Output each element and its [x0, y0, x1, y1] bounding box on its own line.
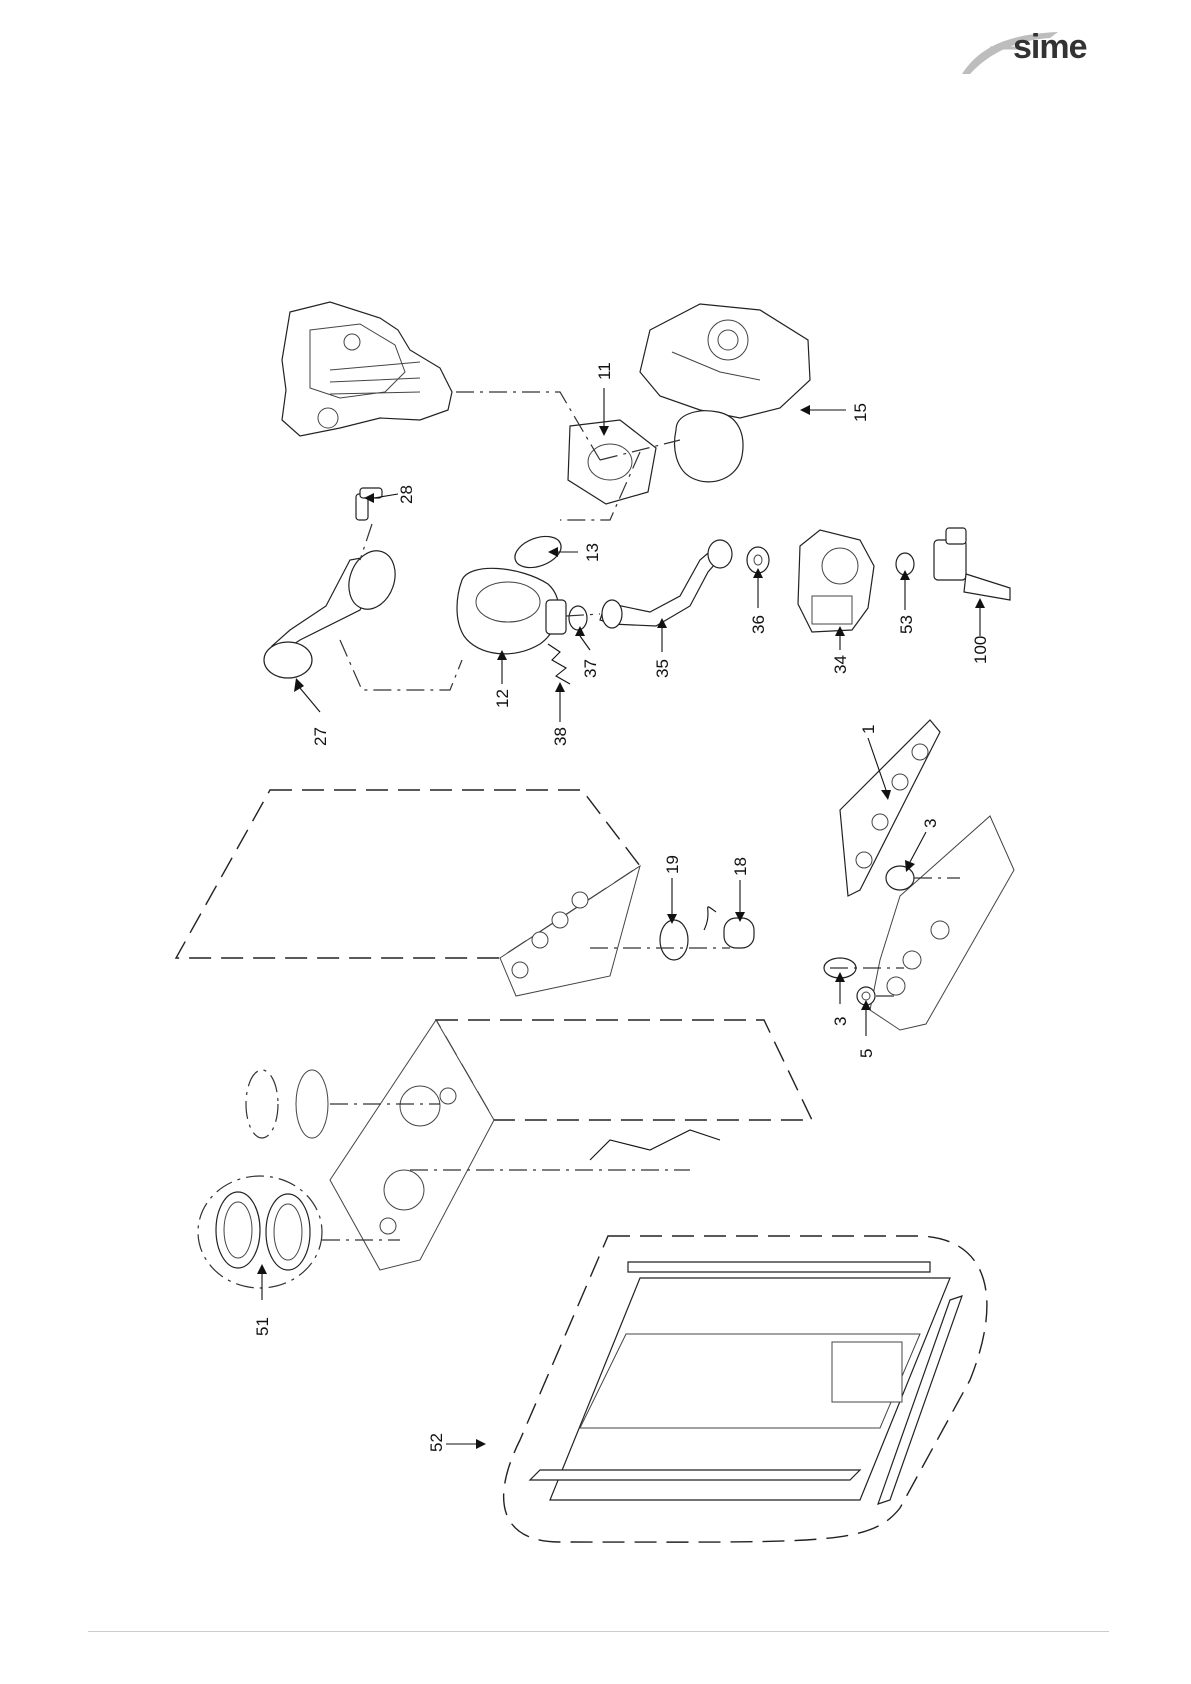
washer-part-37 — [569, 606, 587, 630]
boiler-rear-casing — [330, 1020, 812, 1270]
clip-part-38 — [548, 644, 570, 684]
callout-3-bottom: 3 — [831, 1017, 850, 1026]
callout-19: 19 — [663, 855, 682, 874]
callout-11: 11 — [595, 362, 614, 380]
bushing-part-3-top — [886, 866, 914, 890]
fan-assembly-part-12 — [457, 568, 566, 654]
callout-37: 37 — [581, 659, 600, 678]
callout-13: 13 — [583, 543, 602, 562]
heat-exchanger-manifold — [282, 302, 452, 436]
callout-36: 36 — [749, 615, 768, 634]
callout-12: 12 — [493, 689, 512, 708]
callout-100: 100 — [971, 636, 990, 664]
footer-divider — [88, 1631, 1109, 1632]
flue-seal-part-19 — [660, 920, 688, 960]
gas-valve-part-34 — [798, 530, 874, 632]
callout-38: 38 — [551, 727, 570, 746]
callout-3-top: 3 — [921, 819, 940, 828]
sensor-part-28 — [356, 488, 382, 520]
front-panel-part-52 — [504, 1236, 987, 1542]
callout-27: 27 — [311, 727, 330, 746]
rear-plate — [870, 816, 1014, 1030]
callout-35: 35 — [653, 659, 672, 678]
callout-28: 28 — [397, 485, 416, 504]
gas-cock-part-100 — [934, 528, 1010, 600]
boiler-side-panel — [176, 790, 640, 996]
callout-15: 15 — [851, 403, 870, 422]
gas-pipe-part-35 — [600, 540, 732, 628]
callout-5: 5 — [857, 1049, 876, 1058]
callout-53: 53 — [897, 615, 916, 634]
callout-1: 1 — [859, 725, 878, 734]
callout-34: 34 — [831, 655, 850, 674]
callout-18: 18 — [731, 857, 750, 876]
callout-51: 51 — [253, 1317, 272, 1336]
air-intake-duct-part-27 — [264, 544, 403, 678]
sensor-part-18 — [704, 907, 754, 948]
flue-ring-plates — [246, 1070, 328, 1138]
callout-52: 52 — [427, 1433, 446, 1452]
burner-cover-part-15 — [640, 304, 810, 482]
gasket-part-11 — [568, 420, 656, 504]
